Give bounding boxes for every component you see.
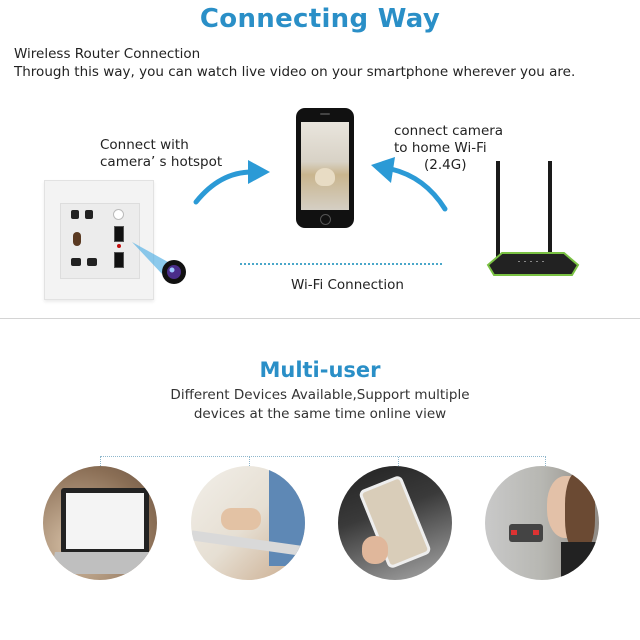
section-divider [0,318,640,319]
phone-screen-live-video [301,122,349,210]
camera-lens-callout-icon [132,242,186,284]
multi-user-description-line2: devices at the same time online view [193,406,447,422]
connecting-way-title: Connecting Way [199,4,441,34]
device-connector-lines [100,456,546,467]
multi-user-description-line1: Different Devices Available,Support mult… [170,387,470,403]
wireless-router-heading: Wireless Router Connection [14,46,201,62]
smartphone-image [296,108,354,228]
hotspot-label: Connect with camera’ s hotspot [100,137,222,171]
hotspot-label-line2: camera’ s hotspot [100,154,223,170]
wifi-connection-line [240,263,442,265]
device-mobile-user-image [485,466,599,580]
home-wifi-label: connect camera to home Wi-Fi (2.4G) [394,123,503,174]
socket-faceplate [60,203,140,279]
router-image [486,161,580,276]
home-wifi-label-line1: connect camera [394,123,504,139]
arrow-left-icon [371,157,448,212]
device-smartphone-image [338,466,452,580]
home-wifi-label-line3: (2.4G) [424,157,467,173]
hotspot-label-line1: Connect with [100,137,189,153]
device-tablet-image [191,466,305,580]
multi-user-description: Different Devices Available,Support mult… [0,386,640,424]
device-laptop-image [43,466,157,580]
home-wifi-label-line2: to home Wi-Fi [394,140,487,156]
wifi-connection-label: Wi-Fi Connection [291,277,404,293]
multi-user-title: Multi-user [259,358,381,382]
wall-socket-image [44,180,154,300]
arrow-right-icon [193,160,270,205]
connection-description: Through this way, you can watch live vid… [14,64,576,80]
